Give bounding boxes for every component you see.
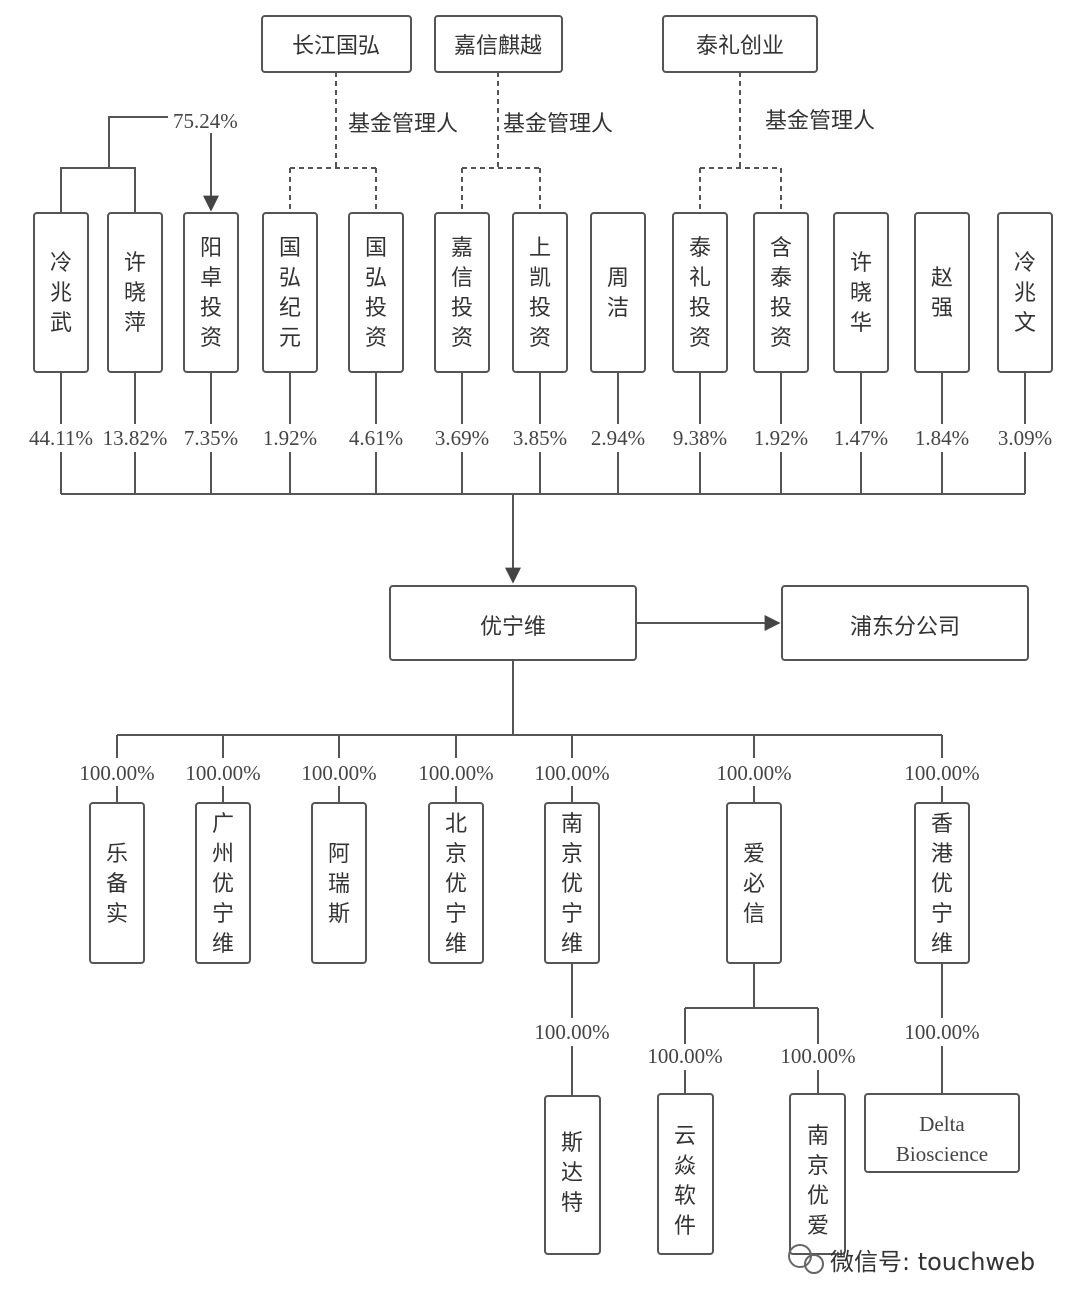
shareholder-pct: 1.84%: [915, 426, 969, 450]
shareholder-box: 许晓萍: [107, 212, 163, 373]
vertical-label: 云焱软件: [674, 1124, 696, 1239]
subsidiary-box: 乐备实: [89, 802, 145, 964]
vertical-label: 许晓华: [850, 251, 872, 336]
subsidiary-box: 北京优宁维: [428, 802, 484, 964]
shareholder-box: 阳卓投资: [183, 212, 239, 373]
vertical-label: 爱必信: [743, 842, 765, 927]
shareholder-box: 国弘投资: [348, 212, 404, 373]
fund-manager-label: 基金管理人: [503, 112, 613, 137]
shareholder-box: 泰礼投资: [672, 212, 728, 373]
vertical-label: 广州优宁维: [212, 812, 234, 957]
yangzhuo-control-pct: 75.24%: [173, 109, 238, 133]
shareholder-pct: 3.09%: [998, 426, 1052, 450]
grandchild-label-line2: Bioscience: [896, 1142, 988, 1166]
shareholder-box: 周洁: [590, 212, 646, 373]
vertical-label: 冷兆武: [50, 251, 72, 336]
manager-label: 泰礼创业: [696, 34, 784, 59]
manager-label: 长江国弘: [292, 34, 380, 59]
shareholder-box: 嘉信投资: [434, 212, 490, 373]
manager-changjiang-guohong: 长江国弘: [261, 15, 412, 73]
subsidiary-pct: 100.00%: [418, 761, 493, 785]
shareholder-box: 含泰投资: [753, 212, 809, 373]
shareholder-box: 冷兆武: [33, 212, 89, 373]
main-company-youningwei: 优宁维: [389, 585, 637, 661]
vertical-label: 许晓萍: [124, 251, 146, 336]
vertical-label: 周洁: [607, 266, 629, 321]
branch-label: 浦东分公司: [850, 615, 960, 640]
vertical-label: 南京优宁维: [561, 812, 583, 957]
shareholder-box: 冷兆文: [997, 212, 1053, 373]
vertical-label: 乐备实: [106, 842, 128, 927]
vertical-label: 斯达特: [561, 1131, 583, 1216]
vertical-label: 冷兆文: [1014, 251, 1036, 336]
grandchild-yunyan-software: 云焱软件: [657, 1093, 714, 1255]
branch-pudong: 浦东分公司: [781, 585, 1029, 661]
shareholder-pct: 7.35%: [184, 426, 238, 450]
subsidiary-pct: 100.00%: [301, 761, 376, 785]
grandchild-label: 斯达特: [561, 1131, 583, 1216]
manager-jiaxin-qiyue: 嘉信麒越: [434, 15, 563, 73]
grandchild-nanjing-youai: 南京优爱: [789, 1093, 846, 1255]
vertical-label: 国弘纪元: [279, 236, 301, 351]
shareholder-pct: 4.61%: [349, 426, 403, 450]
shareholder-pct: 3.69%: [435, 426, 489, 450]
subsidiary-pct: 100.00%: [534, 761, 609, 785]
subsidiary-pct: 100.00%: [79, 761, 154, 785]
vertical-label: 阳卓投资: [200, 236, 222, 351]
company-label: 优宁维: [480, 615, 546, 640]
subsidiary-box: 爱必信: [726, 802, 782, 964]
shareholder-pct: 13.82%: [103, 426, 168, 450]
vertical-label: 嘉信投资: [451, 236, 473, 351]
shareholder-pct: 1.92%: [263, 426, 317, 450]
wechat-icon-bubble: [804, 1254, 824, 1274]
fund-manager-label: 基金管理人: [348, 112, 458, 137]
subsidiary-pct: 100.00%: [904, 761, 979, 785]
vertical-label: 国弘投资: [365, 236, 387, 351]
vertical-label: 香港优宁维: [931, 812, 953, 957]
vertical-label: 泰礼投资: [689, 236, 711, 351]
watermark-text: 微信号: touchweb: [830, 1248, 1035, 1276]
grandchild-label: 南京优爱: [807, 1124, 829, 1239]
grandchild-delta-bioscience: Delta Bioscience: [864, 1093, 1020, 1173]
vertical-label: 北京优宁维: [445, 812, 467, 957]
shareholder-box: 国弘纪元: [262, 212, 318, 373]
shareholder-pct: 44.11%: [29, 426, 93, 450]
vertical-label: 赵强: [931, 266, 953, 321]
vertical-label: 阿瑞斯: [328, 842, 350, 927]
wechat-watermark: 微信号: touchweb: [788, 1244, 1035, 1276]
grandchild-label: 云焱软件: [674, 1124, 696, 1239]
ownership-pct-sidate: 100.00%: [534, 1020, 609, 1044]
grandchild-sidate: 斯达特: [544, 1095, 601, 1255]
ownership-pct-delta: 100.00%: [904, 1020, 979, 1044]
subsidiary-box: 香港优宁维: [914, 802, 970, 964]
vertical-label: 上凯投资: [529, 236, 551, 351]
shareholder-box: 赵强: [914, 212, 970, 373]
shareholder-pct: 1.92%: [754, 426, 808, 450]
vertical-label: 南京优爱: [807, 1124, 829, 1239]
shareholder-pct: 1.47%: [834, 426, 888, 450]
subsidiary-box: 阿瑞斯: [311, 802, 367, 964]
grandchild-label-line1: Delta: [919, 1112, 965, 1136]
subsidiary-box: 广州优宁维: [195, 802, 251, 964]
manager-label: 嘉信麒越: [454, 34, 542, 59]
shareholder-pct: 2.94%: [591, 426, 645, 450]
fund-manager-label: 基金管理人: [765, 109, 875, 134]
subsidiary-pct: 100.00%: [716, 761, 791, 785]
shareholder-pct: 3.85%: [513, 426, 567, 450]
manager-taili-chuangye: 泰礼创业: [662, 15, 818, 73]
ownership-pct-nanjing-youai: 100.00%: [780, 1044, 855, 1068]
subsidiary-pct: 100.00%: [185, 761, 260, 785]
subsidiary-box: 南京优宁维: [544, 802, 600, 964]
shareholder-box: 上凯投资: [512, 212, 568, 373]
vertical-label: 含泰投资: [770, 236, 792, 351]
shareholder-box: 许晓华: [833, 212, 889, 373]
ownership-pct-yunyan: 100.00%: [647, 1044, 722, 1068]
shareholder-pct: 9.38%: [673, 426, 727, 450]
